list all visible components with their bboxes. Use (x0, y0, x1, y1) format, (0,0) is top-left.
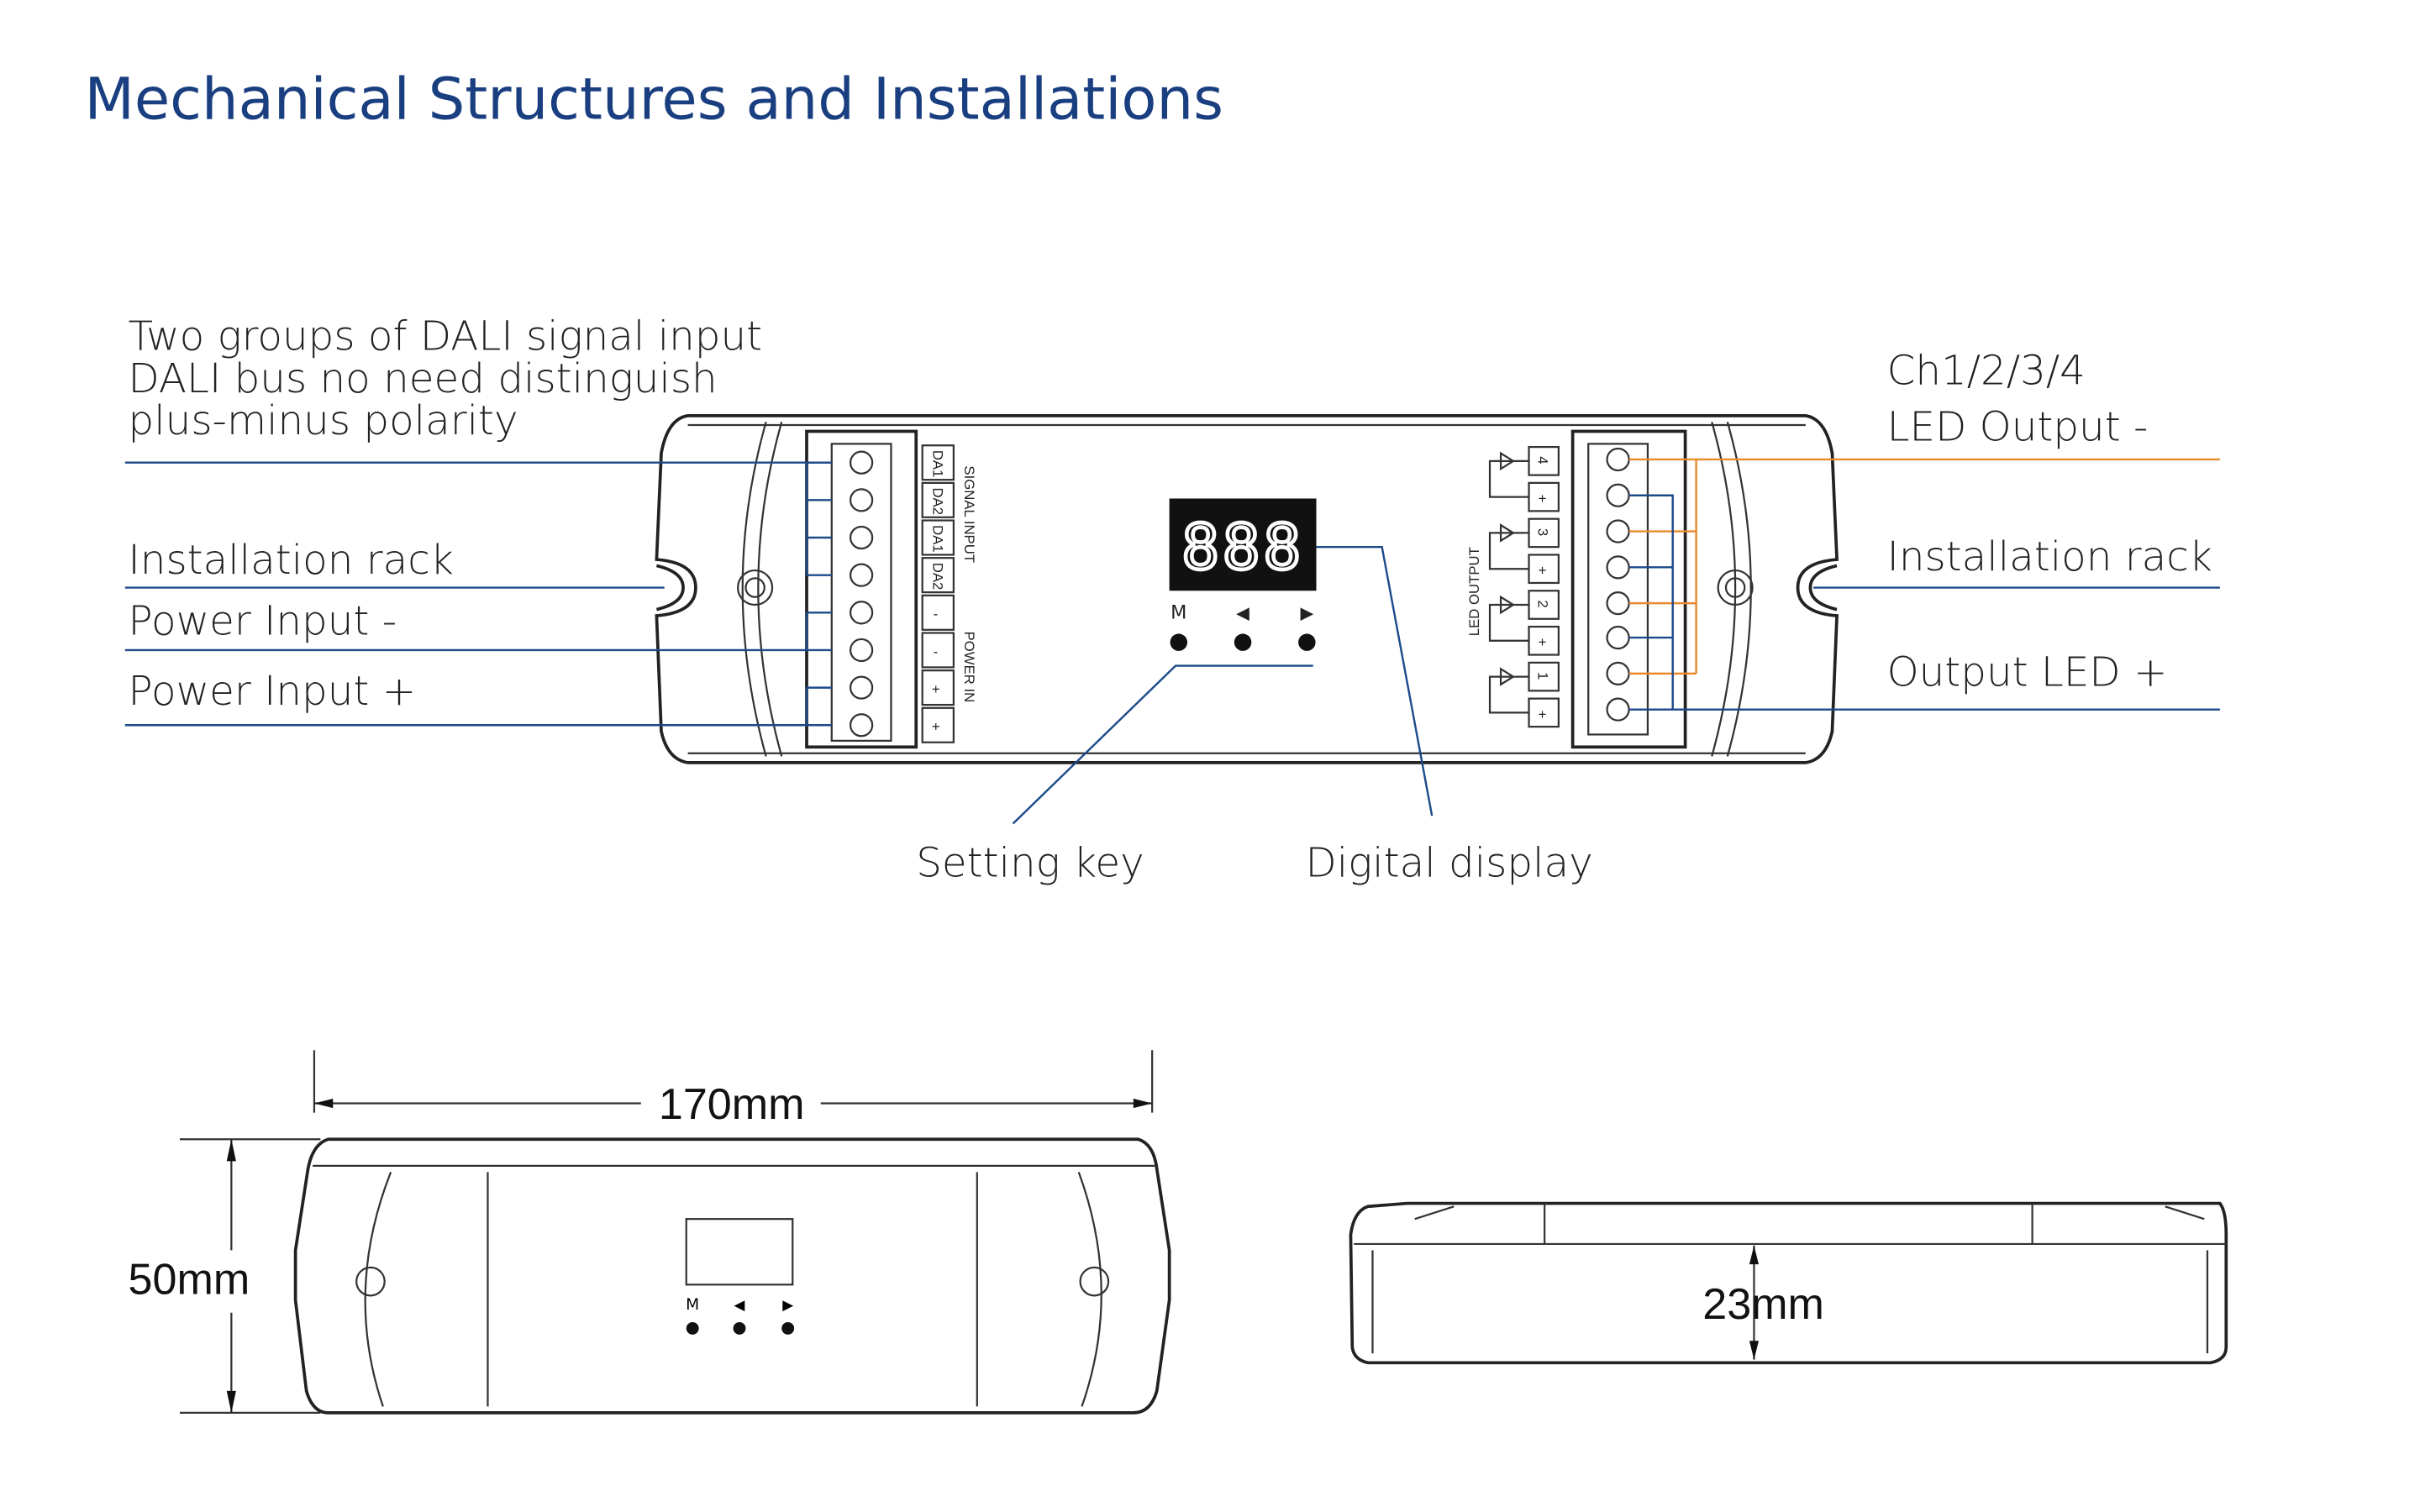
svg-text:+: + (1539, 634, 1547, 650)
svg-text:LED OUTPUT: LED OUTPUT (1466, 547, 1482, 636)
output-terminal-screws (1606, 447, 1630, 722)
svg-text:LED Output -: LED Output - (1887, 404, 2149, 451)
svg-text:+: + (1539, 706, 1547, 722)
svg-text:+: + (932, 681, 940, 697)
svg-text:Installation rack: Installation rack (1887, 533, 2212, 580)
button-label-m: M (1171, 602, 1186, 624)
svg-text:1: 1 (1535, 672, 1551, 680)
svg-text:+: + (932, 719, 940, 735)
button-right[interactable] (1298, 633, 1316, 651)
svg-text:-: - (934, 643, 939, 659)
svg-text:+: + (1539, 563, 1547, 579)
svg-text:plus-minus polarity: plus-minus polarity (129, 397, 518, 444)
button-left[interactable] (1234, 633, 1252, 651)
svg-text:▶: ▶ (782, 1296, 793, 1313)
svg-text:+: + (1539, 491, 1547, 507)
digital-display (1169, 498, 1317, 591)
dimension-width: 50mm (129, 1255, 250, 1304)
svg-text:Setting key: Setting key (916, 840, 1144, 887)
svg-text:POWER IN: POWER IN (961, 632, 977, 703)
input-terminal-screws (849, 450, 874, 738)
svg-text:M: M (686, 1296, 699, 1314)
svg-text:2: 2 (1535, 600, 1551, 607)
svg-text:◀: ◀ (734, 1296, 745, 1313)
device-top-view: DA1 DA2 DA1 DA2 - - + + SIGNAL INPUT POW… (655, 414, 1839, 764)
svg-text:3: 3 (1535, 528, 1551, 536)
mount-hole-left (737, 569, 774, 606)
dimension-length: 170mm (659, 1080, 805, 1129)
svg-text:-: - (934, 606, 939, 622)
svg-text:Installation rack: Installation rack (129, 537, 454, 584)
svg-text:DA2: DA2 (930, 563, 946, 591)
button-m[interactable] (1170, 633, 1188, 651)
svg-text:Output LED +: Output LED + (1887, 649, 2168, 696)
device-front-view: 170mm 50mm M ◀ ▶ (129, 1050, 1171, 1415)
svg-text:Two groups of DALI signal inpu: Two groups of DALI signal input (129, 313, 763, 360)
callouts: Two groups of DALI signal input DALI bus… (124, 313, 2220, 887)
button-label-left: ◀ (1236, 603, 1249, 623)
svg-text:DA1: DA1 (930, 450, 946, 478)
dimension-height: 23mm (1702, 1280, 1824, 1329)
display-value: 888 (1181, 511, 1304, 584)
input-terminal-labels: DA1 DA2 DA1 DA2 - - + + SIGNAL INPUT POW… (921, 444, 977, 743)
svg-text:DA2: DA2 (930, 487, 946, 515)
output-terminal-labels: 4 + 3 + 2 + 1 + LED OUTPUT (1466, 445, 1560, 728)
svg-text:SIGNAL INPUT: SIGNAL INPUT (961, 465, 977, 563)
mount-hole-right (1717, 569, 1754, 606)
svg-text:DALI bus no need distinguish: DALI bus no need distinguish (129, 355, 718, 402)
device-side-view: 23mm (1349, 1201, 2228, 1365)
svg-text:DA1: DA1 (930, 525, 946, 553)
page-title: Mechanical Structures and Installations (84, 66, 1223, 133)
svg-text:Digital display: Digital display (1305, 840, 1592, 887)
svg-text:Ch1/2/3/4: Ch1/2/3/4 (1887, 348, 2086, 395)
svg-text:Power Input +: Power Input + (129, 668, 417, 715)
svg-text:Power Input -: Power Input - (129, 597, 397, 644)
button-label-right: ▶ (1300, 603, 1313, 623)
led-icon (1499, 451, 1516, 686)
svg-text:4: 4 (1535, 456, 1551, 464)
